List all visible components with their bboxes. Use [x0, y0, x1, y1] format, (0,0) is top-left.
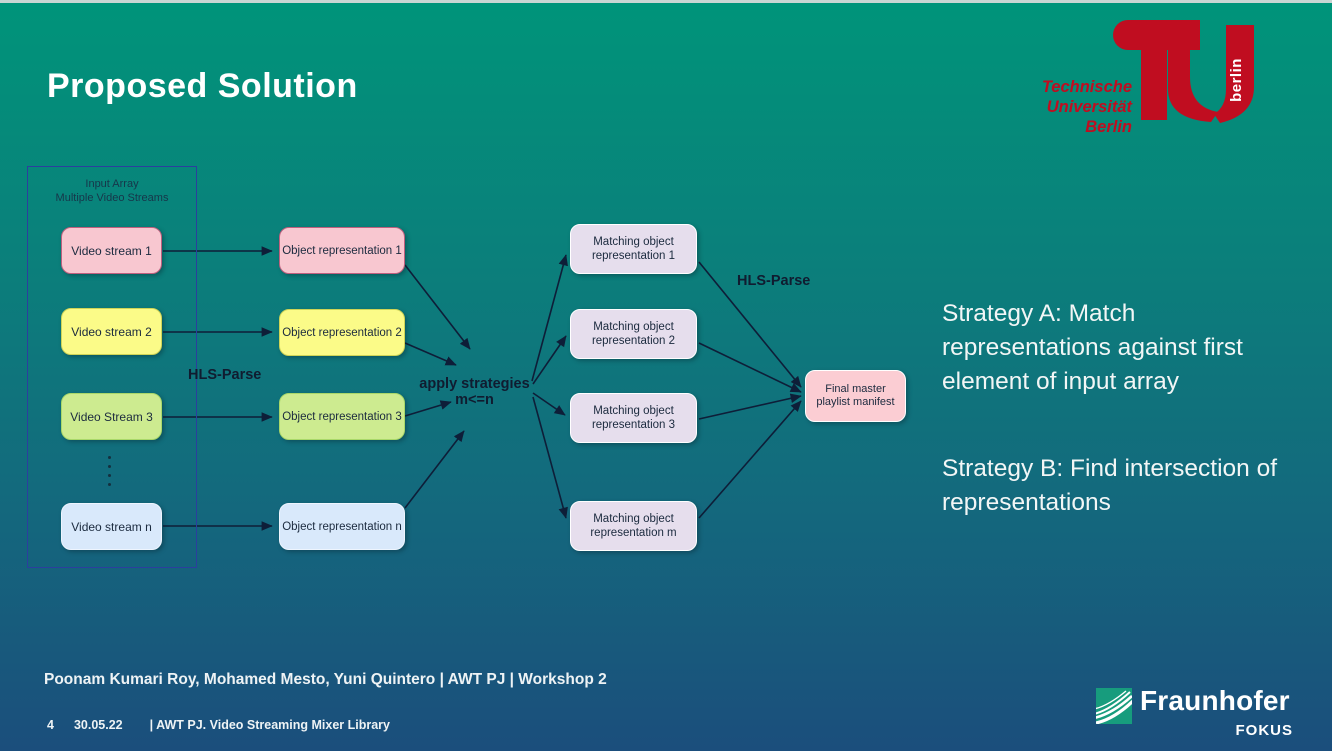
node-matching-representation-2: Matching object representation 2 [570, 309, 697, 359]
fraunhofer-logo: Fraunhofer FOKUS [1096, 685, 1294, 745]
node-matching-representation-3: Matching object representation 3 [570, 393, 697, 443]
fraunhofer-icon [1096, 688, 1132, 724]
node-video-stream-2: Video stream 2 [61, 308, 162, 355]
node-object-representation-n: Object representation n [279, 503, 405, 550]
footer-page-number: 4 [47, 718, 54, 732]
input-array-label-line2: Multiple Video Streams [55, 192, 169, 204]
input-array-label: Input Array Multiple Video Streams [32, 177, 192, 205]
tu-berlin-icon: berlin [1113, 20, 1254, 123]
footer-library-title: | AWT PJ. Video Streaming Mixer Library [149, 718, 390, 732]
tu-berlin-logo: Technische Universität Berlin berlin [995, 13, 1305, 153]
input-array-container [27, 166, 197, 568]
hls-parse-label-left: HLS-Parse [188, 367, 262, 383]
strategy-b-text: Strategy B: Find intersection of represe… [942, 455, 1277, 516]
apply-strategies-line2: m<=n [455, 392, 494, 408]
tu-berlin-bar-text: berlin [1228, 58, 1245, 102]
footer-authors: Poonam Kumari Roy, Mohamed Mesto, Yuni Q… [44, 671, 607, 688]
tu-text-line3: Berlin [1085, 118, 1132, 136]
node-video-stream-n: Video stream n [61, 503, 162, 550]
ellipsis-dots [108, 456, 111, 486]
fraunhofer-fokus: FOKUS [1235, 722, 1293, 739]
apply-strategies-label: apply strategies m<=n [417, 376, 532, 408]
node-final-master-playlist: Final master playlist manifest [805, 370, 906, 422]
node-object-representation-2: Object representation 2 [279, 309, 405, 356]
node-matching-representation-1: Matching object representation 1 [570, 224, 697, 274]
node-video-stream-3: Video Stream 3 [61, 393, 162, 440]
strategies-text: Strategy A: Match representations agains… [942, 297, 1284, 520]
tu-berlin-wordmark: Technische Universität Berlin [995, 77, 1132, 137]
diagram-arrows [163, 246, 802, 531]
apply-strategies-line1: apply strategies [419, 376, 530, 392]
node-object-representation-1: Object representation 1 [279, 227, 405, 274]
input-array-label-line1: Input Array [85, 178, 139, 190]
page-title: Proposed Solution [47, 67, 358, 105]
strategy-a-text: Strategy A: Match representations agains… [942, 300, 1243, 395]
node-matching-representation-m: Matching object representation m [570, 501, 697, 551]
node-video-stream-1: Video stream 1 [61, 227, 162, 274]
fraunhofer-name: Fraunhofer [1140, 685, 1290, 716]
tu-text-line1: Technische [1041, 78, 1132, 96]
footer-meta: 4 30.05.22 | AWT PJ. Video Streaming Mix… [47, 718, 390, 732]
tu-text-line2: Universität [1046, 98, 1132, 116]
hls-parse-label-right: HLS-Parse [737, 273, 811, 289]
node-object-representation-3: Object representation 3 [279, 393, 405, 440]
footer-date: 30.05.22 [73, 718, 123, 732]
